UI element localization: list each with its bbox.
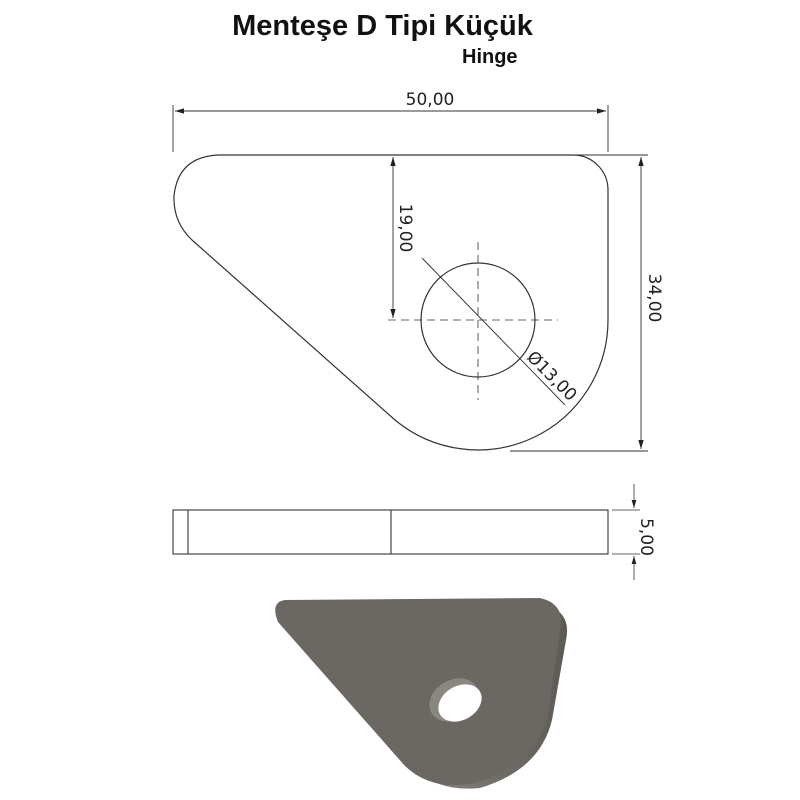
height-dimension xyxy=(510,154,648,452)
side-view xyxy=(172,484,640,580)
drawing-subtitle: Hinge xyxy=(462,46,518,68)
hole-diameter-label: Ø13,00 xyxy=(523,347,581,405)
width-dimension-label: 50,00 xyxy=(406,90,455,110)
width-dimension xyxy=(172,105,609,152)
height-dimension-label: 34,00 xyxy=(644,274,664,323)
top-view xyxy=(173,154,609,451)
drawing-title: Menteşe D Tipi Küçük xyxy=(232,10,533,42)
center-lines xyxy=(388,242,558,400)
part-3d-render xyxy=(275,598,568,789)
hole-offset-label: 19,00 xyxy=(395,204,415,253)
thickness-label: 5,00 xyxy=(636,518,656,556)
hole-diameter-dimension xyxy=(421,257,566,406)
part-outline xyxy=(173,154,609,451)
